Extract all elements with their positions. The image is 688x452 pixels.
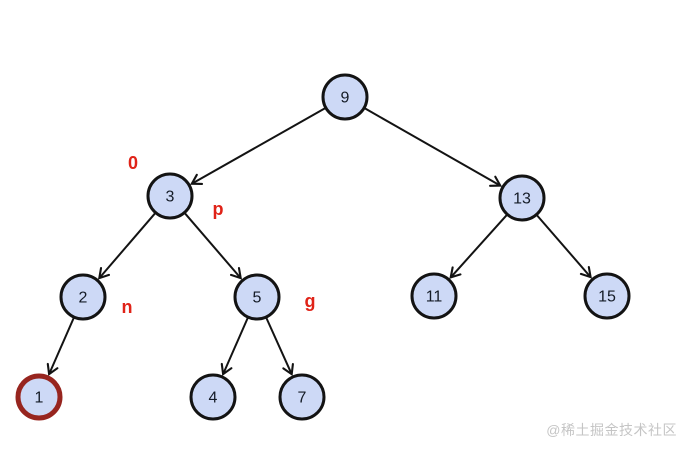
tree-node-11: 11 xyxy=(410,272,458,320)
tree-node-2: 2 xyxy=(59,273,107,321)
node-value: 11 xyxy=(426,289,443,306)
tree-edge-5-7 xyxy=(265,316,294,377)
node-value: 13 xyxy=(513,191,531,208)
node-circle xyxy=(189,373,237,421)
tree-edge-2-1 xyxy=(46,316,76,376)
node-circle xyxy=(321,73,369,121)
node-circle xyxy=(583,272,631,320)
tree-node-9: 9 xyxy=(321,73,369,121)
node-value: 15 xyxy=(598,289,616,306)
node-value: 3 xyxy=(166,189,175,206)
tree-node-5: 5 xyxy=(233,273,281,321)
node-value: 1 xyxy=(35,390,44,407)
annotation-0: 0 xyxy=(128,153,138,173)
tree-edge-9-3 xyxy=(190,106,327,186)
annotation-p: p xyxy=(213,199,224,219)
tree-node-4: 4 xyxy=(189,373,237,421)
annotation-g: g xyxy=(305,291,316,311)
tree-edge-13-15 xyxy=(535,213,592,279)
node-circle xyxy=(59,273,107,321)
node-circle xyxy=(278,373,326,421)
tree-node-7: 7 xyxy=(278,373,326,421)
node-circle xyxy=(233,273,281,321)
node-circle xyxy=(498,174,546,222)
tree-edge-9-13 xyxy=(363,107,503,187)
node-value: 9 xyxy=(341,90,350,107)
node-value: 2 xyxy=(79,290,88,307)
node-circle xyxy=(410,272,458,320)
tree-edge-13-11 xyxy=(449,213,509,279)
tree-edge-3-2 xyxy=(97,212,157,280)
tree-node-15: 15 xyxy=(583,272,631,320)
node-value: 7 xyxy=(298,390,307,407)
annotation-n: n xyxy=(122,297,133,317)
watermark: @稀土掘金技术社区 xyxy=(546,422,677,438)
node-value: 5 xyxy=(253,290,262,307)
tree-edge-3-5 xyxy=(183,212,243,280)
node-value: 4 xyxy=(209,390,218,407)
tree-edge-5-4 xyxy=(220,316,250,376)
node-circle xyxy=(146,172,194,220)
tree-node-1: 1 xyxy=(15,373,63,421)
node-circle-highlighted xyxy=(15,373,63,421)
tree-node-13: 13 xyxy=(498,174,546,222)
tree-node-3: 3 xyxy=(146,172,194,220)
